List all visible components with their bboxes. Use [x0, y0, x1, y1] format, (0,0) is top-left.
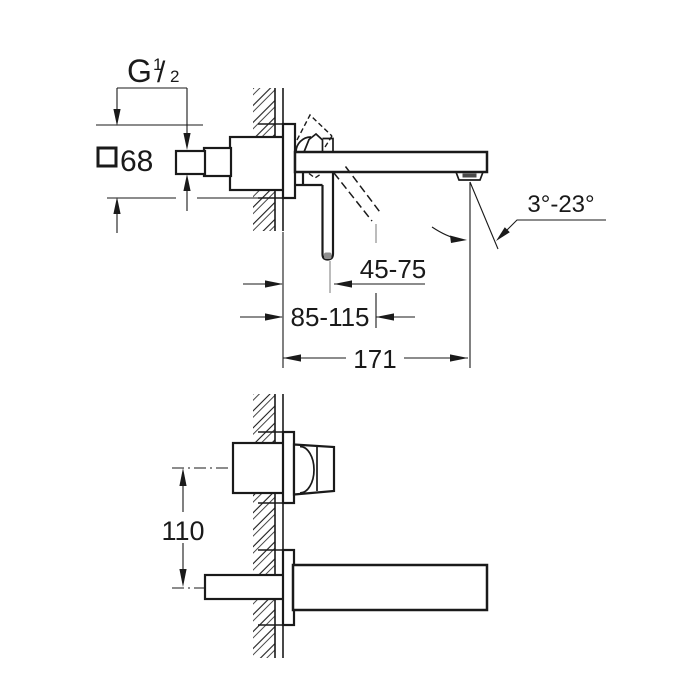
- handle-base-arc: [295, 136, 312, 153]
- body-under-spout: [295, 172, 323, 187]
- spout-supply-pipe: [203, 573, 286, 601]
- pipe-coupling: [202, 146, 233, 178]
- side-view-figure: 3°-23° G 1 / 2 68 45-75: [96, 53, 606, 374]
- wall-hatch-lower: [253, 190, 275, 231]
- lever-handle: [321, 172, 335, 261]
- wall-hatch-upper: [253, 88, 275, 137]
- angle-leader-line: [499, 219, 606, 238]
- lever-max-range-label: 85-115: [290, 302, 369, 332]
- handle-unit: [172, 430, 336, 505]
- spray-angle-annotation: 3°-23°: [431, 181, 606, 368]
- center-distance-label: 110: [161, 516, 204, 546]
- thread-label-g: G: [127, 53, 152, 89]
- angle-arc-arrowhead: [450, 235, 467, 243]
- wall-hatch-bottom: [253, 599, 275, 658]
- handle-concealed-body: [231, 441, 286, 495]
- spout: [293, 150, 489, 174]
- escutcheon-plate: [281, 122, 297, 200]
- plan-view-figure: 110: [161, 394, 489, 658]
- lever-handle-open-dashed: [295, 113, 334, 179]
- square-symbol-icon: [96, 146, 118, 168]
- lever-handle-max-dashed: [333, 166, 382, 243]
- concealed-valve-body: [228, 135, 286, 192]
- supply-pipe: [174, 149, 207, 176]
- spout-unit: [172, 548, 489, 627]
- angle-leader-arrowhead: [496, 227, 510, 241]
- dim-thread-g12: G 1 / 2: [113, 53, 191, 211]
- lever-min-range-label: 45-75: [360, 254, 427, 284]
- wall-section: [253, 88, 284, 231]
- stream-angled-line: [469, 181, 499, 250]
- dim-85-115: 85-115: [240, 293, 415, 332]
- wall-plate-ticks-plan: [258, 431, 283, 626]
- handle-knob-arc: [299, 445, 315, 494]
- thread-label-slash: /: [157, 56, 166, 89]
- wall-hatch-middle: [253, 493, 275, 575]
- handle-escutcheon-plate: [281, 430, 296, 505]
- thread-label-numerator: 1: [153, 55, 162, 74]
- dim-110: 110: [161, 468, 205, 587]
- wall-hatch-top: [253, 394, 275, 443]
- thread-label-denominator: 2: [170, 67, 179, 86]
- lever-tip-shading: [324, 252, 332, 259]
- aerator: [454, 171, 485, 181]
- wall-section-plan: [253, 394, 284, 658]
- spout-projection-label: 171: [353, 344, 396, 374]
- spray-angle-label: 3°-23°: [527, 191, 594, 218]
- dim-plate-68: 68: [96, 124, 282, 233]
- spout-plan: [291, 563, 489, 612]
- plate-size-label: 68: [120, 145, 153, 178]
- dim-171: 171: [282, 232, 468, 374]
- aerator-outlet: [462, 173, 477, 178]
- handle-base-wedge: [303, 132, 334, 153]
- dim-45-75: 45-75: [243, 254, 426, 293]
